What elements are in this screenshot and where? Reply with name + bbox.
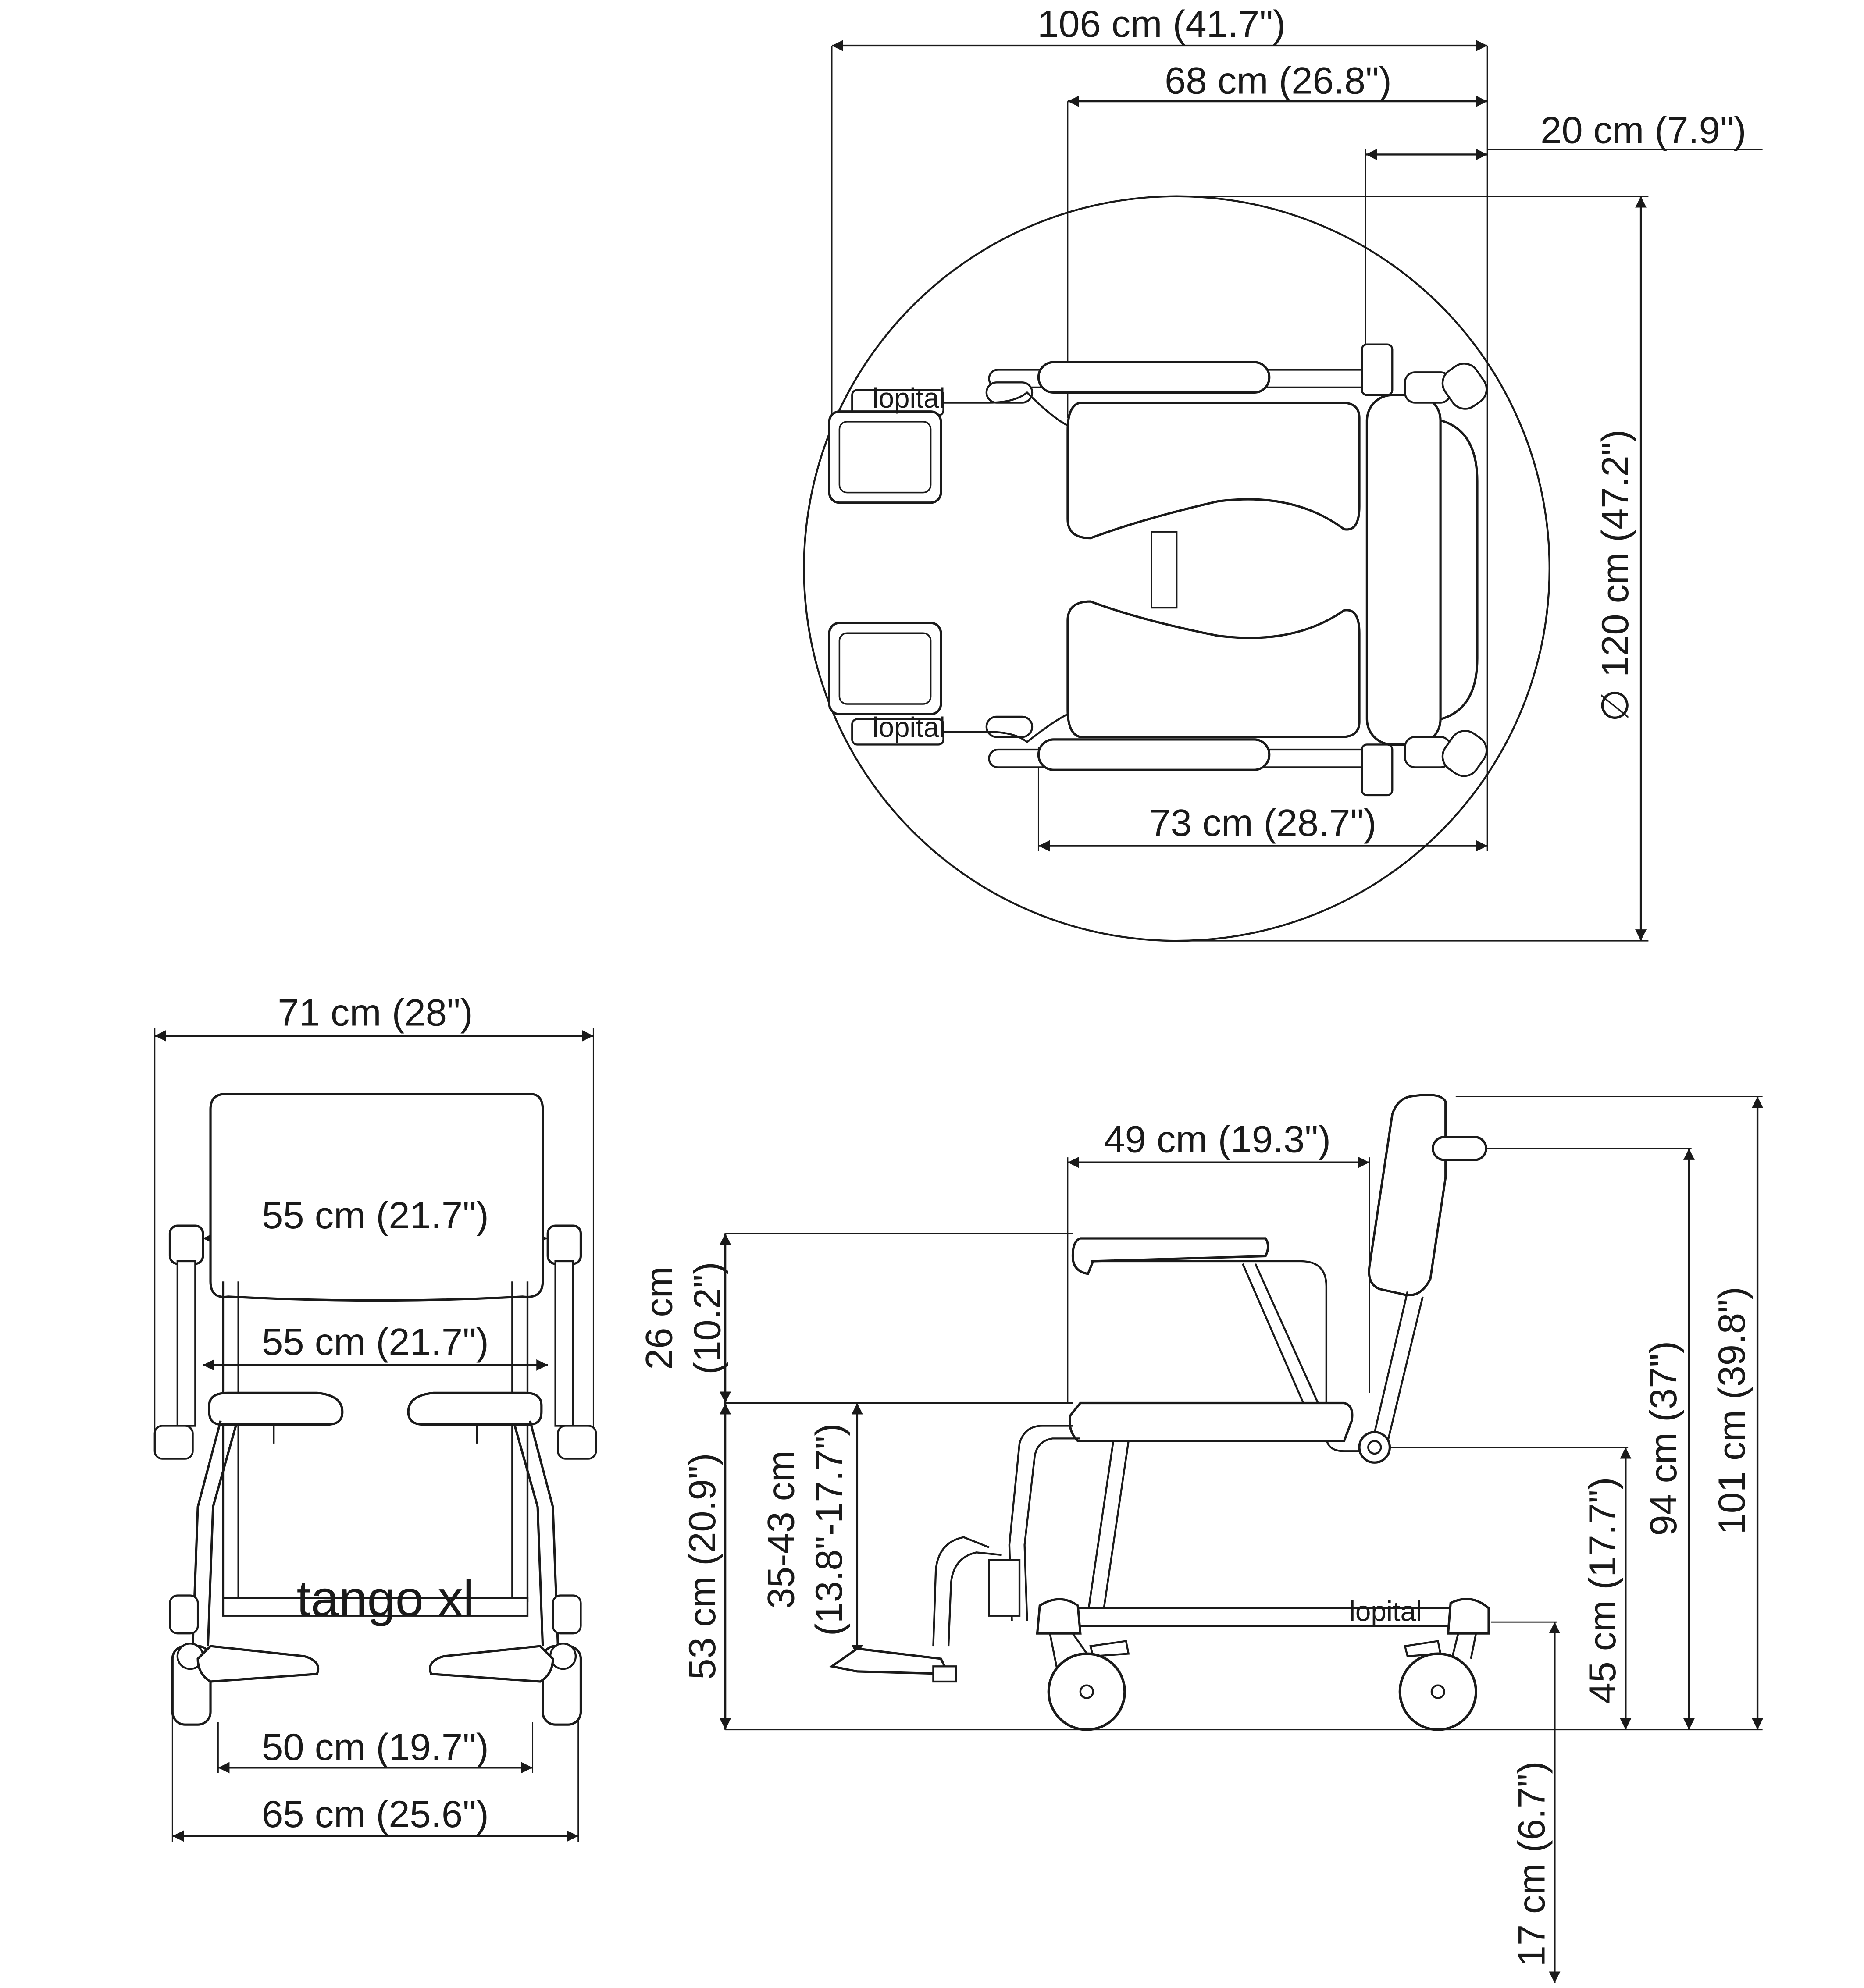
- side-dim-ground-clearance: 17 cm (6.7"): [1511, 1761, 1553, 1967]
- chair-side-view: lopital: [829, 1094, 1490, 1731]
- front-dim-inner-wheelbase: 50 cm (19.7"): [262, 1726, 489, 1768]
- side-dim-total-height: 101 cm (39.8"): [1711, 1287, 1753, 1534]
- top-view-logo-lower: lopital: [873, 712, 945, 743]
- top-dim-back-offset: 20 cm (7.9"): [1540, 109, 1746, 151]
- top-dim-frame-length: 73 cm (28.7"): [1149, 802, 1376, 844]
- side-dim-pivot-height: 45 cm (17.7"): [1582, 1477, 1624, 1703]
- top-dim-turning-symbol: ∅: [1594, 689, 1636, 722]
- front-view: tango xl 71 cm (28") 55 cm (21.7") 55 cm…: [153, 992, 597, 1842]
- front-dim-backrest-width: 55 cm (21.7"): [262, 1195, 489, 1237]
- side-dim-seat-height: 53 cm (20.9"): [681, 1453, 724, 1680]
- top-dim-turning-circle: 120 cm (47.2"): [1594, 430, 1636, 677]
- side-dim-seat-depth: 49 cm (19.3"): [1104, 1119, 1331, 1161]
- front-dim-overall-width: 71 cm (28"): [278, 992, 473, 1034]
- front-dim-seat-width: 55 cm (21.7"): [262, 1321, 489, 1363]
- chair-top-view: lopital lopital: [828, 343, 1488, 797]
- chair-front-view: tango xl: [153, 1093, 597, 1726]
- front-model-label: tango xl: [297, 1570, 474, 1627]
- top-view: lopital lopital 106 cm (41.7") 68 cm (26…: [803, 3, 1763, 942]
- top-dim-overall-length: 106 cm (41.7"): [1037, 3, 1286, 45]
- side-dim-armrest-height-b: (10.2"): [687, 1262, 729, 1374]
- side-dim-push-handle-height: 94 cm (37"): [1643, 1341, 1685, 1536]
- front-dim-outer-wheelbase: 65 cm (25.6"): [262, 1793, 489, 1835]
- side-view: lopital 49 cm (19.3") 26 cm (10.2") 53 c…: [638, 1094, 1764, 1983]
- side-dim-footrest-b: (13.8"-17.7"): [808, 1423, 850, 1636]
- top-view-logo-upper: lopital: [873, 383, 945, 414]
- top-dim-seat-to-back: 68 cm (26.8"): [1165, 60, 1392, 102]
- side-dim-armrest-height-a: 26 cm: [638, 1266, 681, 1370]
- side-view-logo: lopital: [1349, 1596, 1422, 1627]
- side-dim-footrest-a: 35-43 cm: [760, 1451, 802, 1609]
